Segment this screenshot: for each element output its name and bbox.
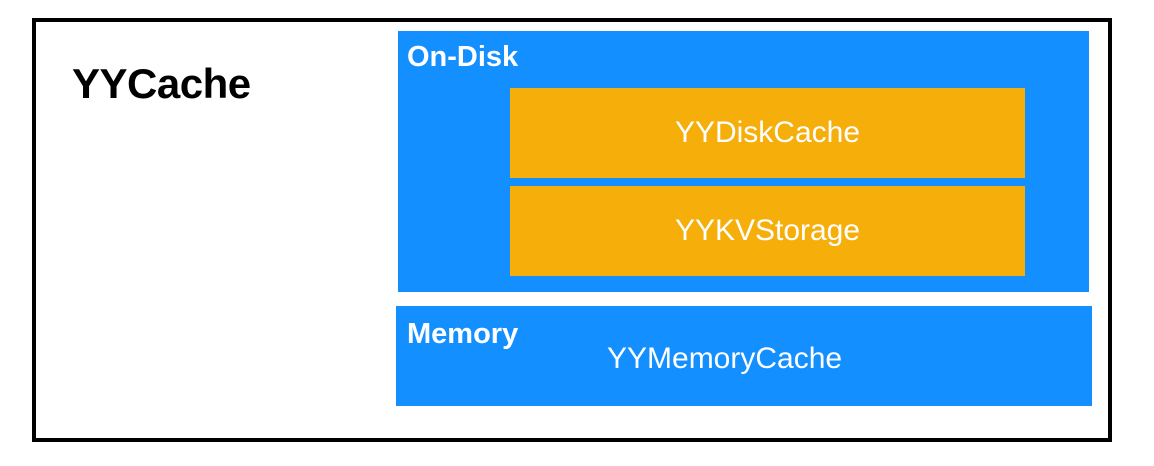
on-disk-layer: On-Disk YYDiskCache YYKVStorage: [398, 31, 1089, 292]
yymemorycache-label: YYMemoryCache: [607, 342, 843, 375]
yydiskcache-label: YYDiskCache: [674, 116, 861, 149]
yydiskcache-box: YYDiskCache: [510, 88, 1025, 178]
memory-layer: Memory YYMemoryCache: [396, 306, 1092, 406]
diagram-title: YYCache: [72, 60, 251, 107]
yykvstorage-box: YYKVStorage: [510, 186, 1025, 276]
on-disk-label: On-Disk: [407, 41, 519, 73]
memory-label: Memory: [407, 318, 519, 350]
yykvstorage-label: YYKVStorage: [674, 214, 861, 247]
